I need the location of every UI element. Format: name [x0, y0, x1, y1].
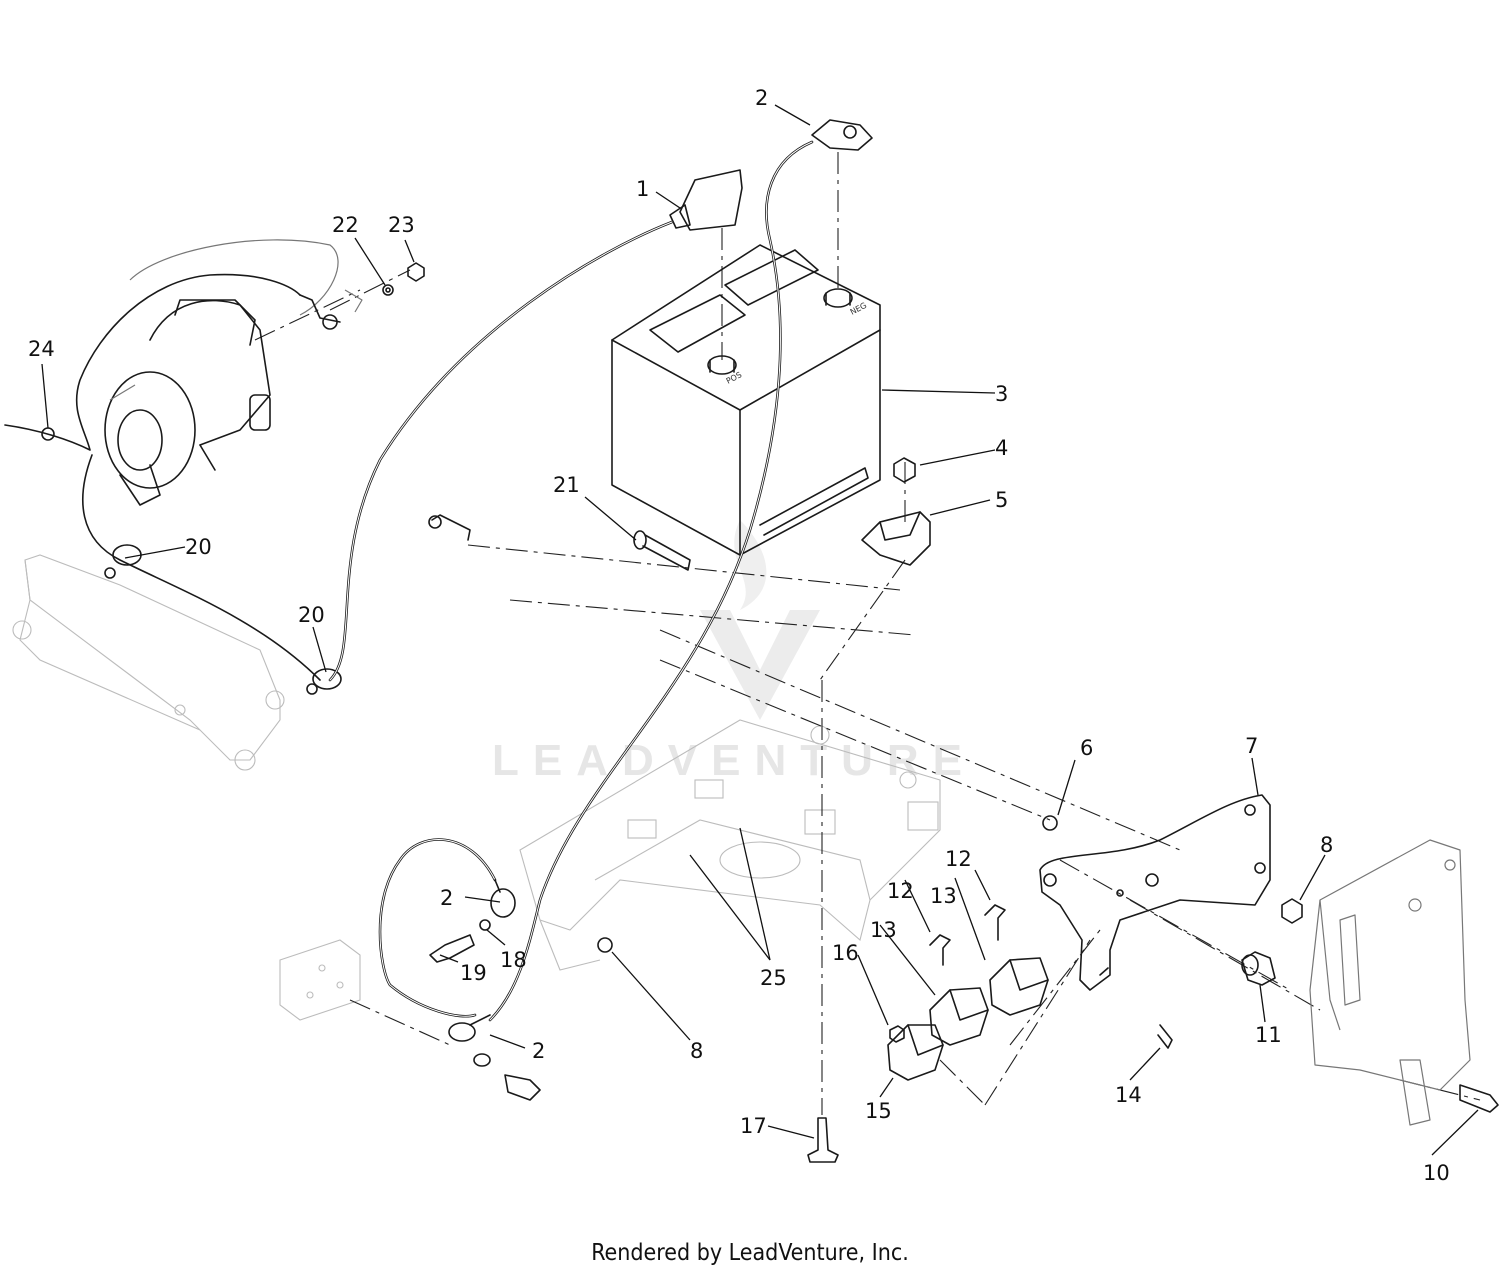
- callout-13-right: 13: [930, 884, 957, 908]
- callout-23: 23: [388, 213, 415, 237]
- callout-13-left: 13: [870, 918, 897, 942]
- positive-cable: [328, 169, 743, 682]
- starter-motor: [104, 239, 339, 506]
- controller-module: [1241, 839, 1471, 1126]
- callout-21: 21: [553, 473, 580, 497]
- hardware-bolts: [428, 457, 1499, 1163]
- watermark-logo: LEADVENTURE: [492, 520, 976, 785]
- callout-15: 15: [865, 1099, 892, 1123]
- callout-17: 17: [740, 1114, 767, 1138]
- mounting-bracket: [1039, 794, 1271, 991]
- callout-20-lower: 20: [298, 603, 325, 627]
- callout-8-center: 8: [690, 1039, 703, 1063]
- callout-11: 11: [1255, 1023, 1282, 1047]
- callout-20-upper: 20: [185, 535, 212, 559]
- callout-16: 16: [832, 941, 859, 965]
- callout-22: 22: [332, 213, 359, 237]
- callout-25: 25: [760, 966, 787, 990]
- callout-numbers: 1 2 2 2 3 4 5 6 7 8 8 10 11 12 12 13 13 …: [28, 86, 1450, 1185]
- callout-12-left: 12: [887, 879, 914, 903]
- callout-3: 3: [995, 382, 1008, 406]
- callout-4: 4: [995, 436, 1008, 460]
- callout-8-right: 8: [1320, 833, 1333, 857]
- callout-14: 14: [1115, 1083, 1142, 1107]
- callout-24: 24: [28, 337, 55, 361]
- callout-18: 18: [500, 948, 527, 972]
- callout-5: 5: [995, 488, 1008, 512]
- callout-7: 7: [1245, 734, 1258, 758]
- neg-terminal-label: NEG: [849, 301, 868, 317]
- frame-bracket-lower-left: [279, 939, 361, 1021]
- frame-rail-left: [12, 554, 285, 771]
- callout-2-low: 2: [532, 1039, 545, 1063]
- assembly-lines: [254, 152, 1481, 1115]
- callout-1: 1: [636, 177, 649, 201]
- relays: [887, 904, 1049, 1081]
- frame-plate-center: [519, 719, 941, 971]
- leader-lines: [41, 104, 1479, 1156]
- harness-cable: [4, 262, 425, 695]
- battery: POS NEG: [611, 244, 881, 556]
- callout-10: 10: [1423, 1161, 1450, 1185]
- callout-6: 6: [1080, 736, 1093, 760]
- watermark-text: LEADVENTURE: [492, 736, 976, 785]
- callout-2-top: 2: [755, 86, 768, 110]
- callout-12-right: 12: [945, 847, 972, 871]
- negative-cable: [378, 119, 873, 1042]
- callout-2-mid: 2: [440, 886, 453, 910]
- callout-19: 19: [460, 961, 487, 985]
- rendered-by-footer: Rendered by LeadVenture, Inc.: [591, 1240, 909, 1266]
